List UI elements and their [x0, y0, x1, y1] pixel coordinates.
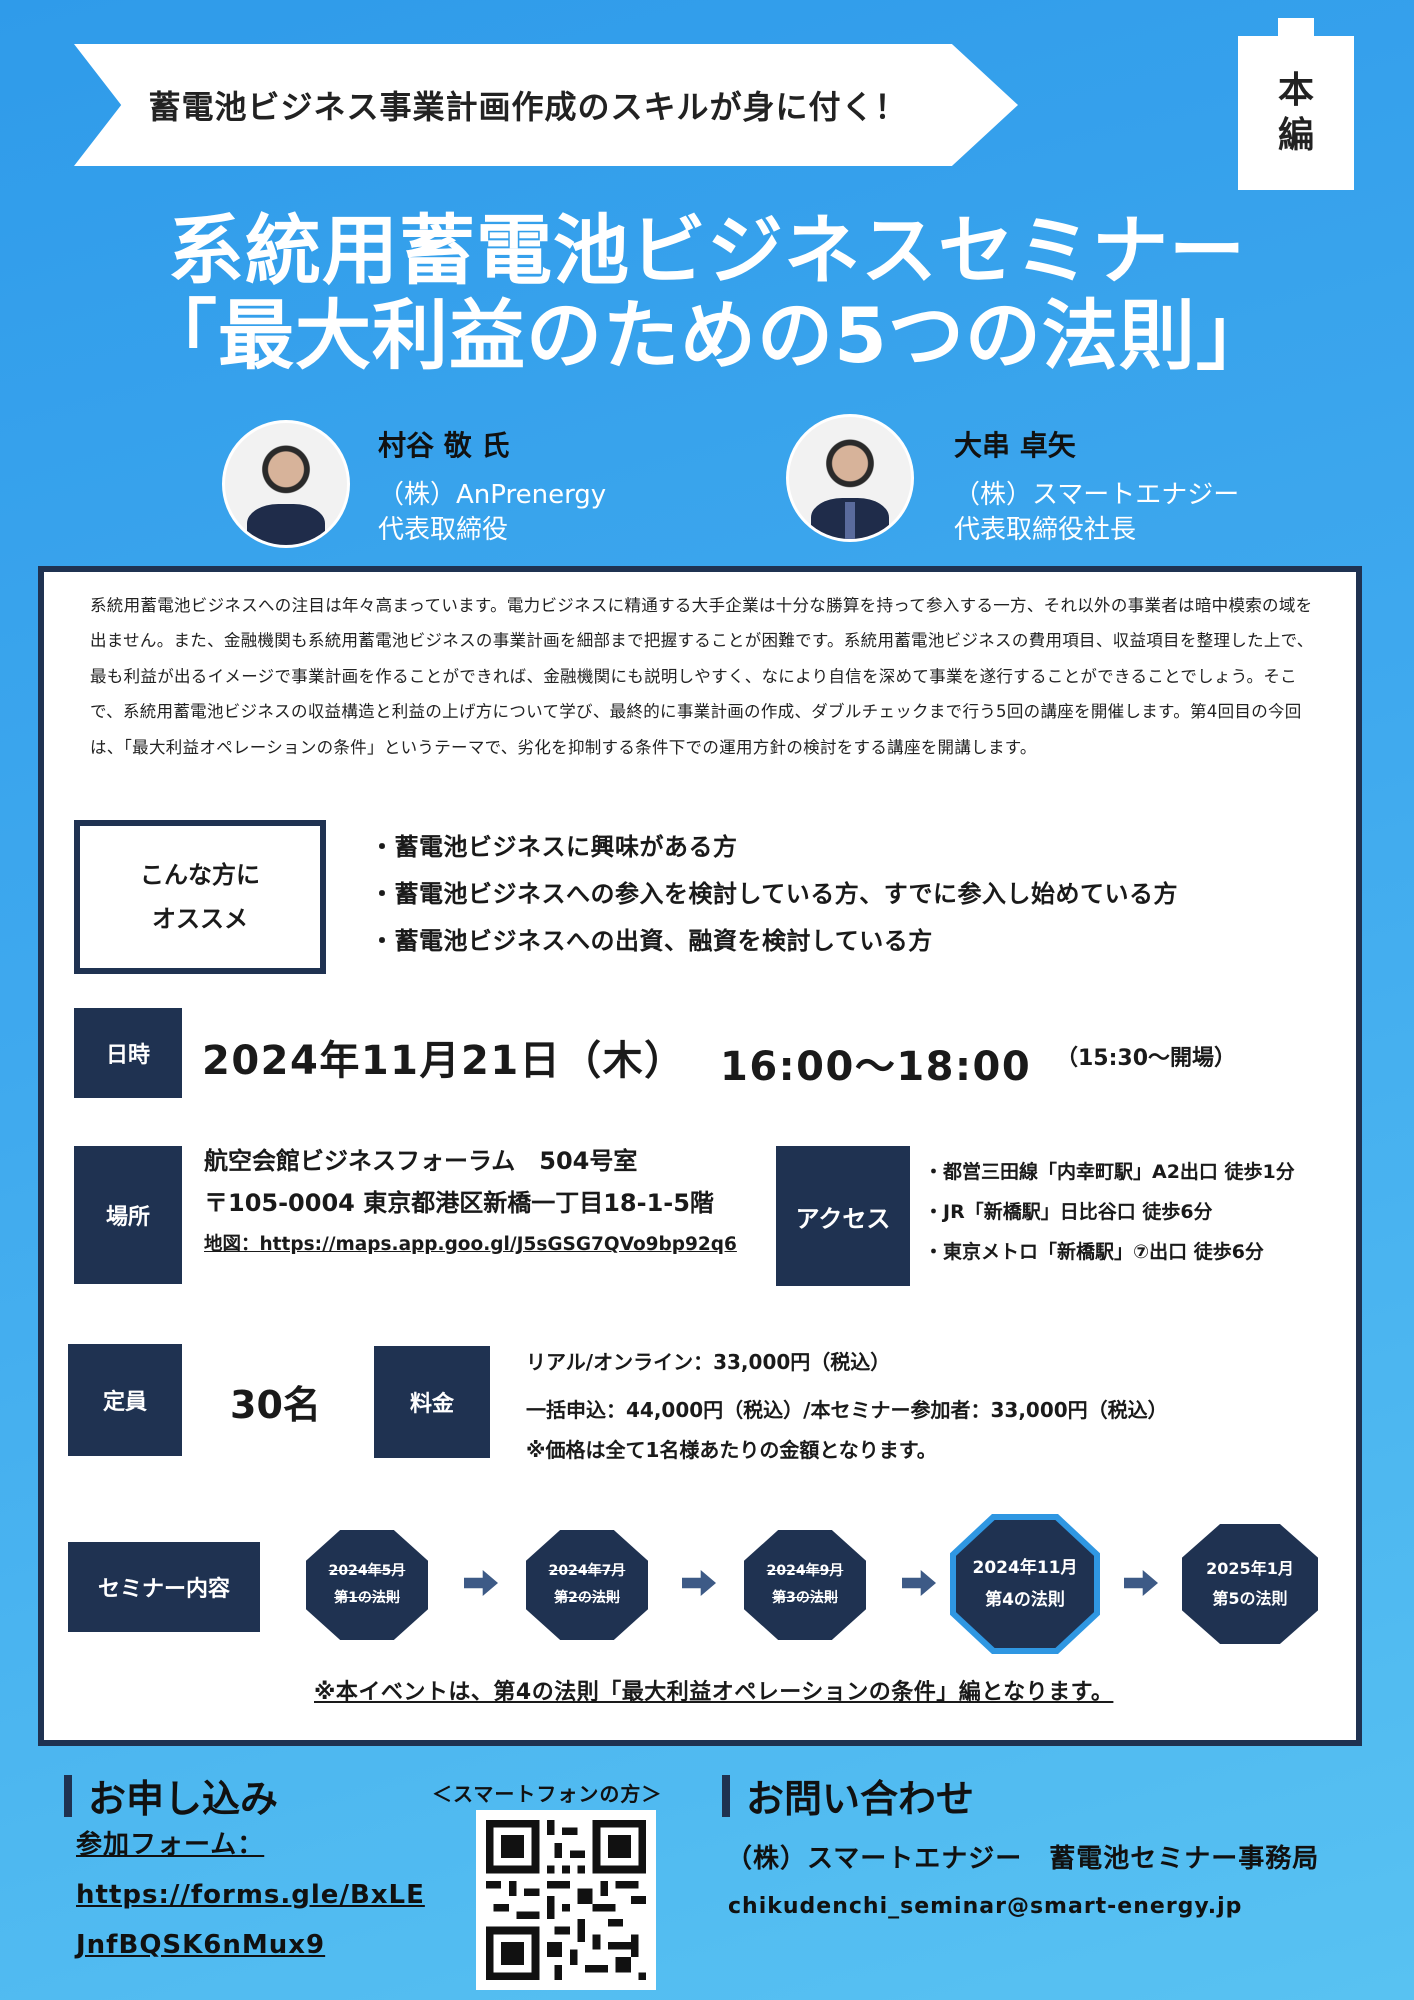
seminar-note: ※本イベントは、第4の法則「最大利益オペレーションの条件」編となります。 [314, 1680, 1114, 1705]
speaker1-info: 村谷 敬 氏 （株）AnPrenergy 代表取締役 [378, 424, 606, 548]
capacity-label: 定員 [68, 1344, 182, 1456]
fee-info: リアル/オンライン：33,000円（税込） 一括申込：44,000円（税込）/本… [526, 1342, 1168, 1470]
venue-label: 場所 [74, 1146, 182, 1284]
speaker2-role: 代表取締役社長 [954, 515, 1137, 546]
step-date: 2024年7月 [548, 1563, 626, 1580]
seminar-step-1: 2024年5月 第1の法則 [306, 1530, 428, 1640]
seminar-step-4-current: 2024年11月 第4の法則 [950, 1514, 1100, 1654]
access-label: アクセス [776, 1146, 910, 1286]
qr-code-icon [486, 1820, 646, 1980]
speaker1-name: 村谷 敬 氏 [378, 429, 510, 462]
form-url-line2[interactable]: JnfBQSK6nMux9 [76, 1930, 326, 1960]
seminar-step-3: 2024年9月 第3の法則 [744, 1530, 866, 1640]
step-name: 第3の法則 [772, 1590, 838, 1606]
venue-name: 航空会館ビジネスフォーラム 504号室 [204, 1147, 638, 1175]
qr-code[interactable] [476, 1810, 656, 1990]
smartphone-label: ＜スマートフォンの方＞ [432, 1782, 663, 1806]
speaker1-suit [246, 503, 326, 545]
speaker1-photo [222, 420, 350, 548]
tag-tab [1278, 18, 1314, 38]
fee-line-3: ※価格は全て1名様あたりの金額となります。 [526, 1438, 937, 1462]
fee-line-1: リアル/オンライン：33,000円（税込） [526, 1350, 891, 1374]
apply-heading-text: お申し込み [88, 1777, 279, 1821]
access-list: ・都営三田線「内幸町駅」A2出口 徒歩1分 ・JR「新橋駅」日比谷口 徒歩6分 … [924, 1152, 1295, 1272]
apply-heading: お申し込み [64, 1768, 278, 1823]
banner-text: 蓄電池ビジネス事業計画作成のスキルが身に付く！ [148, 88, 908, 126]
recommend-list: ・蓄電池ビジネスに興味がある方 ・蓄電池ビジネスへの参入を検討している方、すでに… [370, 824, 1178, 965]
contact-email[interactable]: chikudenchi_seminar@smart-energy.jp [728, 1894, 1243, 1919]
tag-line1: 本 [1277, 70, 1314, 111]
access-item: ・都営三田線「内幸町駅」A2出口 徒歩1分 [924, 1161, 1295, 1183]
heading-bar [64, 1774, 72, 1817]
doors-open: （15:30～開場） [1056, 1046, 1237, 1071]
step-date: 2024年5月 [328, 1563, 406, 1580]
speaker2-name: 大串 卓矢 [954, 429, 1076, 462]
step-date: 2025年1月 [1206, 1558, 1294, 1578]
seminar-label: セミナー内容 [68, 1542, 260, 1632]
flow-arrow-icon [1124, 1570, 1158, 1596]
contact-heading-text: お問い合わせ [746, 1777, 975, 1821]
apply-form: 参加フォーム： https://forms.gle/BxLE JnfBQSK6n… [76, 1820, 425, 1970]
heading-bar [722, 1774, 730, 1817]
access-item: ・JR「新橋駅」日比谷口 徒歩6分 [924, 1201, 1213, 1223]
contact-heading: お問い合わせ [722, 1768, 974, 1823]
venue-address: 〒105-0004 東京都港区新橋一丁目18-1-5階 [204, 1189, 714, 1217]
title-line2: 「最大利益のための5つの法則」 [141, 291, 1273, 381]
step-name: 第2の法則 [554, 1590, 620, 1606]
speaker1-role: 代表取締役 [378, 515, 509, 546]
speaker2-company: （株）スマートエナジー [954, 480, 1240, 510]
step-date: 2024年11月 [972, 1557, 1078, 1578]
flow-arrow-icon [682, 1570, 716, 1596]
main-content-box: 系統用蓄電池ビジネスへの注目は年々高まっています。電力ビジネスに精通する大手企業… [38, 566, 1362, 1746]
venue-info: 航空会館ビジネスフォーラム 504号室 〒105-0004 東京都港区新橋一丁目… [204, 1140, 737, 1256]
form-label: 参加フォーム： [76, 1830, 265, 1860]
speaker2-photo [786, 414, 914, 542]
seminar-step-2: 2024年7月 第2の法則 [526, 1530, 648, 1640]
title-line1: 系統用蓄電池ビジネスセミナー [168, 206, 1246, 295]
datetime-label: 日時 [74, 1008, 182, 1098]
form-url-line1[interactable]: https://forms.gle/BxLE [76, 1880, 425, 1910]
step-name: 第1の法則 [334, 1590, 400, 1606]
recommend-item: ・蓄電池ビジネスに興味がある方 [370, 833, 738, 861]
step-date: 2024年9月 [766, 1563, 844, 1580]
intro-text: 系統用蓄電池ビジネスへの注目は年々高まっています。電力ビジネスに精通する大手企業… [90, 596, 1314, 757]
contact-org: （株）スマートエナジー 蓄電池セミナー事務局 [726, 1844, 1320, 1874]
recommend-item: ・蓄電池ビジネスへの出資、融資を検討している方 [370, 927, 933, 955]
event-date: 2024年11月21日（木） [202, 1038, 686, 1084]
tag-line2: 編 [1277, 115, 1314, 156]
recommend-item: ・蓄電池ビジネスへの参入を検討している方、すでに参入し始めている方 [370, 880, 1179, 908]
flow-arrow-icon [464, 1570, 498, 1596]
recommend-label-line1: こんな方に [140, 860, 260, 889]
page-title: 系統用蓄電池ビジネスセミナー 「最大利益のための5つの法則」 [0, 208, 1414, 378]
fee-line-2: 一括申込：44,000円（税込）/本セミナー参加者：33,000円（税込） [526, 1398, 1168, 1422]
speaker1-company: （株）AnPrenergy [378, 480, 607, 510]
map-link[interactable]: 地図：https://maps.app.goo.gl/J5sGSG7QVo9bp… [204, 1234, 737, 1255]
event-time: 16:00～18:00 [720, 1044, 1032, 1090]
recommend-label-line2: オススメ [152, 905, 248, 933]
step-name: 第5の法則 [1212, 1589, 1288, 1608]
step-name: 第4の法則 [985, 1590, 1065, 1610]
headline-banner: 蓄電池ビジネス事業計画作成のスキルが身に付く！ [74, 44, 1018, 166]
access-item: ・東京メトロ「新橋駅」⑦出口 徒歩6分 [924, 1241, 1264, 1263]
recommend-label-box: こんな方に オススメ [74, 820, 326, 974]
fee-label: 料金 [374, 1346, 490, 1458]
seminar-step-5: 2025年1月 第5の法則 [1182, 1524, 1318, 1644]
speaker2-info: 大串 卓矢 （株）スマートエナジー 代表取締役社長 [954, 424, 1239, 548]
current-step-inner: 2024年11月 第4の法則 [956, 1520, 1094, 1648]
speaker2-tie [845, 502, 855, 539]
honpen-tag: 本 編 [1238, 36, 1354, 190]
capacity-value: 30名 [230, 1383, 321, 1427]
flow-arrow-icon [902, 1570, 936, 1596]
